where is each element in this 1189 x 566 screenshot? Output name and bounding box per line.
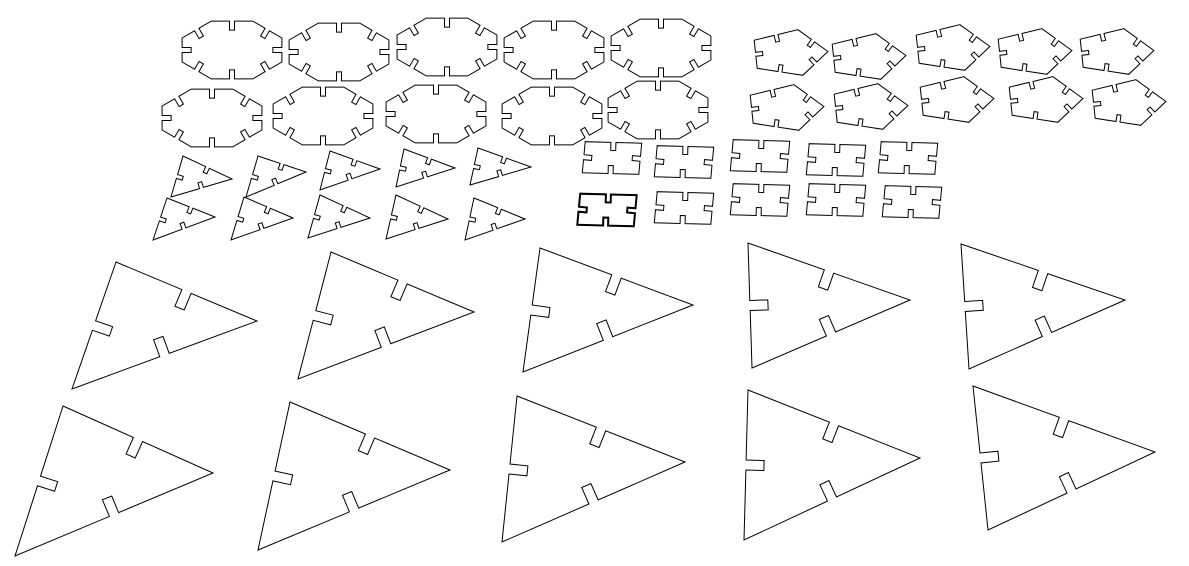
small-triangle-piece bbox=[464, 197, 527, 241]
square-pieces-group bbox=[576, 139, 943, 228]
small-triangle-piece bbox=[230, 196, 295, 241]
large-triangle-piece bbox=[743, 389, 922, 541]
pentagon-piece bbox=[997, 28, 1073, 75]
octagon-piece bbox=[385, 84, 487, 144]
pentagon-piece bbox=[753, 29, 829, 76]
large-triangle-piece bbox=[501, 395, 687, 543]
large-triangle-piece bbox=[522, 247, 695, 373]
octagon-piece bbox=[161, 88, 263, 148]
square-piece bbox=[653, 191, 715, 225]
octagon-piece bbox=[610, 18, 712, 78]
square-piece bbox=[581, 141, 643, 175]
small-triangle-piece bbox=[319, 150, 382, 191]
small-triangle-piece bbox=[245, 155, 308, 198]
square-piece bbox=[653, 145, 715, 179]
octagon-piece bbox=[396, 17, 498, 77]
large-triangle-piece bbox=[257, 401, 452, 551]
large-triangle-piece bbox=[297, 251, 476, 380]
small-triangle-piece bbox=[395, 148, 457, 188]
pentagon-piece bbox=[831, 33, 907, 80]
small-triangle-piece bbox=[385, 194, 450, 240]
square-piece bbox=[729, 183, 791, 217]
small-triangle-piece bbox=[170, 155, 234, 198]
octagon-piece bbox=[288, 22, 390, 82]
small-triangle-piece bbox=[307, 194, 372, 239]
square-piece bbox=[576, 192, 638, 228]
octagon-piece bbox=[503, 20, 605, 80]
square-piece bbox=[805, 183, 867, 217]
large-triangle-pieces-group bbox=[14, 242, 1157, 557]
square-piece bbox=[881, 185, 943, 219]
square-piece bbox=[729, 139, 791, 173]
octagon-piece bbox=[501, 86, 603, 146]
octagon-pieces-group bbox=[161, 17, 712, 148]
pentagon-piece bbox=[749, 84, 825, 131]
octagon-piece bbox=[272, 86, 374, 146]
square-piece bbox=[877, 141, 939, 175]
square-piece bbox=[805, 143, 867, 177]
pentagon-piece bbox=[1091, 79, 1167, 126]
pentagon-piece bbox=[1008, 76, 1084, 123]
pentagon-piece bbox=[833, 83, 909, 130]
small-triangle-pieces-group bbox=[152, 147, 533, 241]
large-triangle-piece bbox=[14, 405, 215, 557]
octagon-piece bbox=[181, 20, 283, 80]
large-triangle-piece bbox=[747, 242, 912, 369]
pentagon-piece bbox=[919, 76, 995, 123]
large-triangle-piece bbox=[972, 385, 1157, 531]
large-triangle-piece bbox=[71, 261, 259, 390]
pentagon-piece bbox=[1079, 28, 1155, 75]
large-triangle-piece bbox=[960, 243, 1127, 370]
pentagon-pieces-group bbox=[749, 24, 1167, 131]
pentagon-piece bbox=[915, 24, 991, 71]
small-triangle-piece bbox=[152, 197, 217, 241]
small-triangle-piece bbox=[469, 147, 533, 186]
octagon-piece bbox=[607, 80, 709, 140]
